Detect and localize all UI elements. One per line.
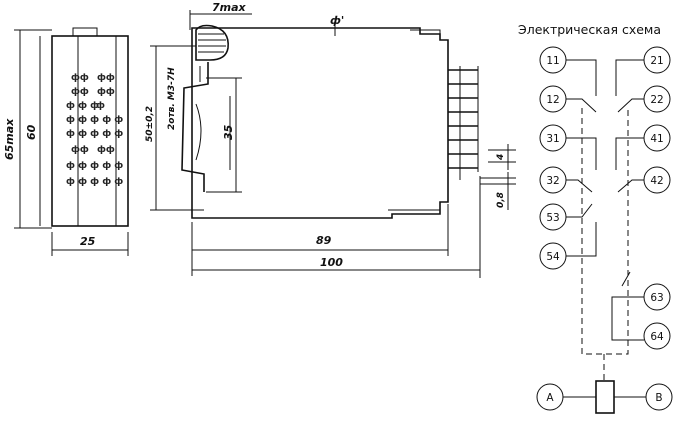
side-view: ф' 7max 2отв. М3-7Н 50±0,2 35 89 100 4 (145, 1, 516, 278)
terminal-64: 64 (643, 322, 671, 350)
svg-text:42: 42 (650, 175, 663, 187)
side-pins (448, 66, 479, 180)
svg-text:12: 12 (546, 94, 559, 106)
terminal-21: 21 (643, 46, 671, 74)
svg-text:ф ф ф ф ф: ф ф ф ф ф (66, 129, 123, 139)
schematic-title: Электрическая схема (518, 22, 661, 37)
svg-text:фф: фф (97, 145, 115, 155)
dim-100: 100 (320, 256, 343, 269)
svg-text:21: 21 (650, 55, 663, 67)
terminal-12: 12 (539, 85, 567, 113)
pin-mark-label: ф' (330, 14, 344, 27)
svg-text:22: 22 (650, 94, 663, 106)
dim-65max: 65max (3, 118, 16, 160)
svg-text:фф: фф (71, 87, 89, 97)
svg-text:32: 32 (546, 175, 559, 187)
dim-25: 25 (80, 235, 96, 248)
svg-text:63: 63 (650, 292, 663, 304)
svg-text:фф: фф (97, 87, 115, 97)
dim-holes: 2отв. М3-7Н (167, 67, 177, 130)
terminal-11: 11 (539, 46, 567, 74)
terminal-41: 41 (643, 124, 671, 152)
terminal-42: 42 (643, 166, 671, 194)
svg-text:53: 53 (546, 212, 559, 224)
terminal-a: A (536, 383, 564, 411)
svg-text:ф ф ф ф ф: ф ф ф ф ф (66, 161, 123, 171)
svg-text:11: 11 (546, 55, 559, 67)
svg-text:ф ф ф ф ф: ф ф ф ф ф (66, 177, 123, 187)
svg-text:ф ф ф ф ф: ф ф ф ф ф (66, 115, 123, 125)
svg-text:ф ф ф: ф ф ф (66, 101, 99, 111)
svg-text:фф: фф (71, 145, 89, 155)
svg-text:B: B (655, 392, 662, 404)
terminal-31: 31 (539, 124, 567, 152)
svg-text:64: 64 (650, 331, 664, 343)
svg-text:54: 54 (546, 251, 560, 263)
dim-08: 0,8 (496, 192, 506, 208)
dim-50: 50±0,2 (145, 106, 155, 142)
terminal-32: 32 (539, 166, 567, 194)
svg-text:ф: ф (96, 101, 105, 111)
terminal-b: B (645, 383, 673, 411)
svg-text:фф: фф (71, 73, 89, 83)
svg-text:фф: фф (97, 73, 115, 83)
dim-35: 35 (222, 124, 235, 140)
electrical-schematic: Электрическая схема 11 12 31 32 53 54 (518, 22, 673, 414)
svg-text:A: A (546, 392, 554, 404)
terminal-63: 63 (643, 283, 671, 311)
svg-text:31: 31 (546, 133, 559, 145)
svg-text:41: 41 (650, 133, 663, 145)
dim-4: 4 (496, 154, 506, 161)
terminal-22: 22 (643, 85, 671, 113)
terminal-53: 53 (539, 203, 567, 231)
dim-7max: 7max (212, 1, 247, 14)
terminal-54: 54 (539, 242, 567, 270)
dim-89: 89 (316, 234, 332, 247)
dim-60: 60 (25, 124, 38, 140)
